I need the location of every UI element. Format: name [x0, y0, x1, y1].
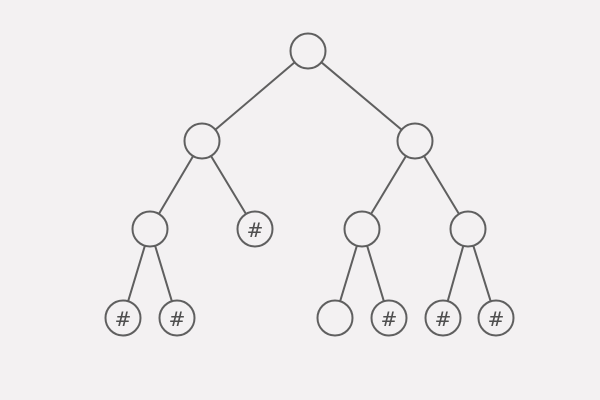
tree-edge-root-l1-right	[320, 61, 403, 131]
tree-node-circle	[449, 210, 487, 248]
tree-edge-l1-right-l2-right-right	[423, 155, 460, 215]
tree-node-l2-right-right	[449, 210, 487, 248]
tree-edge-l2-right-right-l3-6	[472, 245, 492, 302]
tree-node-l1-left	[183, 122, 221, 160]
tree-node-l3-1: #	[104, 299, 142, 337]
tree-node-circle	[343, 210, 381, 248]
tree-edge-l2-right-right-l3-5	[446, 245, 465, 302]
tree-node-circle	[477, 299, 515, 337]
tree-node-circle	[289, 32, 327, 70]
tree-edge-l2-right-left-l3-4	[366, 245, 385, 302]
tree-edge-root-l1-left	[214, 61, 296, 131]
tree-edge-l2-left-left-l3-2	[154, 245, 173, 302]
tree-node-circle	[396, 122, 434, 160]
tree-node-l3-6: #	[477, 299, 515, 337]
tree-node-circle	[158, 299, 196, 337]
tree-node-circle	[104, 299, 142, 337]
tree-edge-l1-right-l2-right-left	[370, 155, 407, 215]
tree-nodes: # # # # # #	[104, 32, 515, 337]
tree-node-circle	[131, 210, 169, 248]
tree-node-label: #	[381, 307, 398, 331]
tree-node-circle	[370, 299, 408, 337]
tree-node-l3-4: #	[370, 299, 408, 337]
tree-node-label: #	[247, 218, 264, 242]
tree-edge-l2-left-left-l3-1	[127, 245, 146, 302]
tree-node-l3-2: #	[158, 299, 196, 337]
tree-node-l2-left-right: #	[236, 210, 274, 248]
tree-node-circle	[424, 299, 462, 337]
tree-node-l3-5: #	[424, 299, 462, 337]
tree-node-circle	[316, 299, 354, 337]
tree-edge-l1-left-l2-left-left	[158, 155, 194, 215]
tree-node-l2-right-left	[343, 210, 381, 248]
tree-edge-l1-left-l2-left-right	[210, 155, 247, 215]
tree-node-circle	[183, 122, 221, 160]
tree-node-label: #	[488, 307, 505, 331]
tree-node-l2-left-left	[131, 210, 169, 248]
tree-node-circle	[236, 210, 274, 248]
tree-edge-l2-right-left-l3-3	[339, 245, 358, 302]
tree-node-label: #	[435, 307, 452, 331]
tree-node-label: #	[169, 307, 186, 331]
tree-node-l1-right	[396, 122, 434, 160]
tree-edges	[127, 61, 492, 302]
tree-node-l3-3	[316, 299, 354, 337]
tree-node-root	[289, 32, 327, 70]
tree-node-label: #	[115, 307, 132, 331]
